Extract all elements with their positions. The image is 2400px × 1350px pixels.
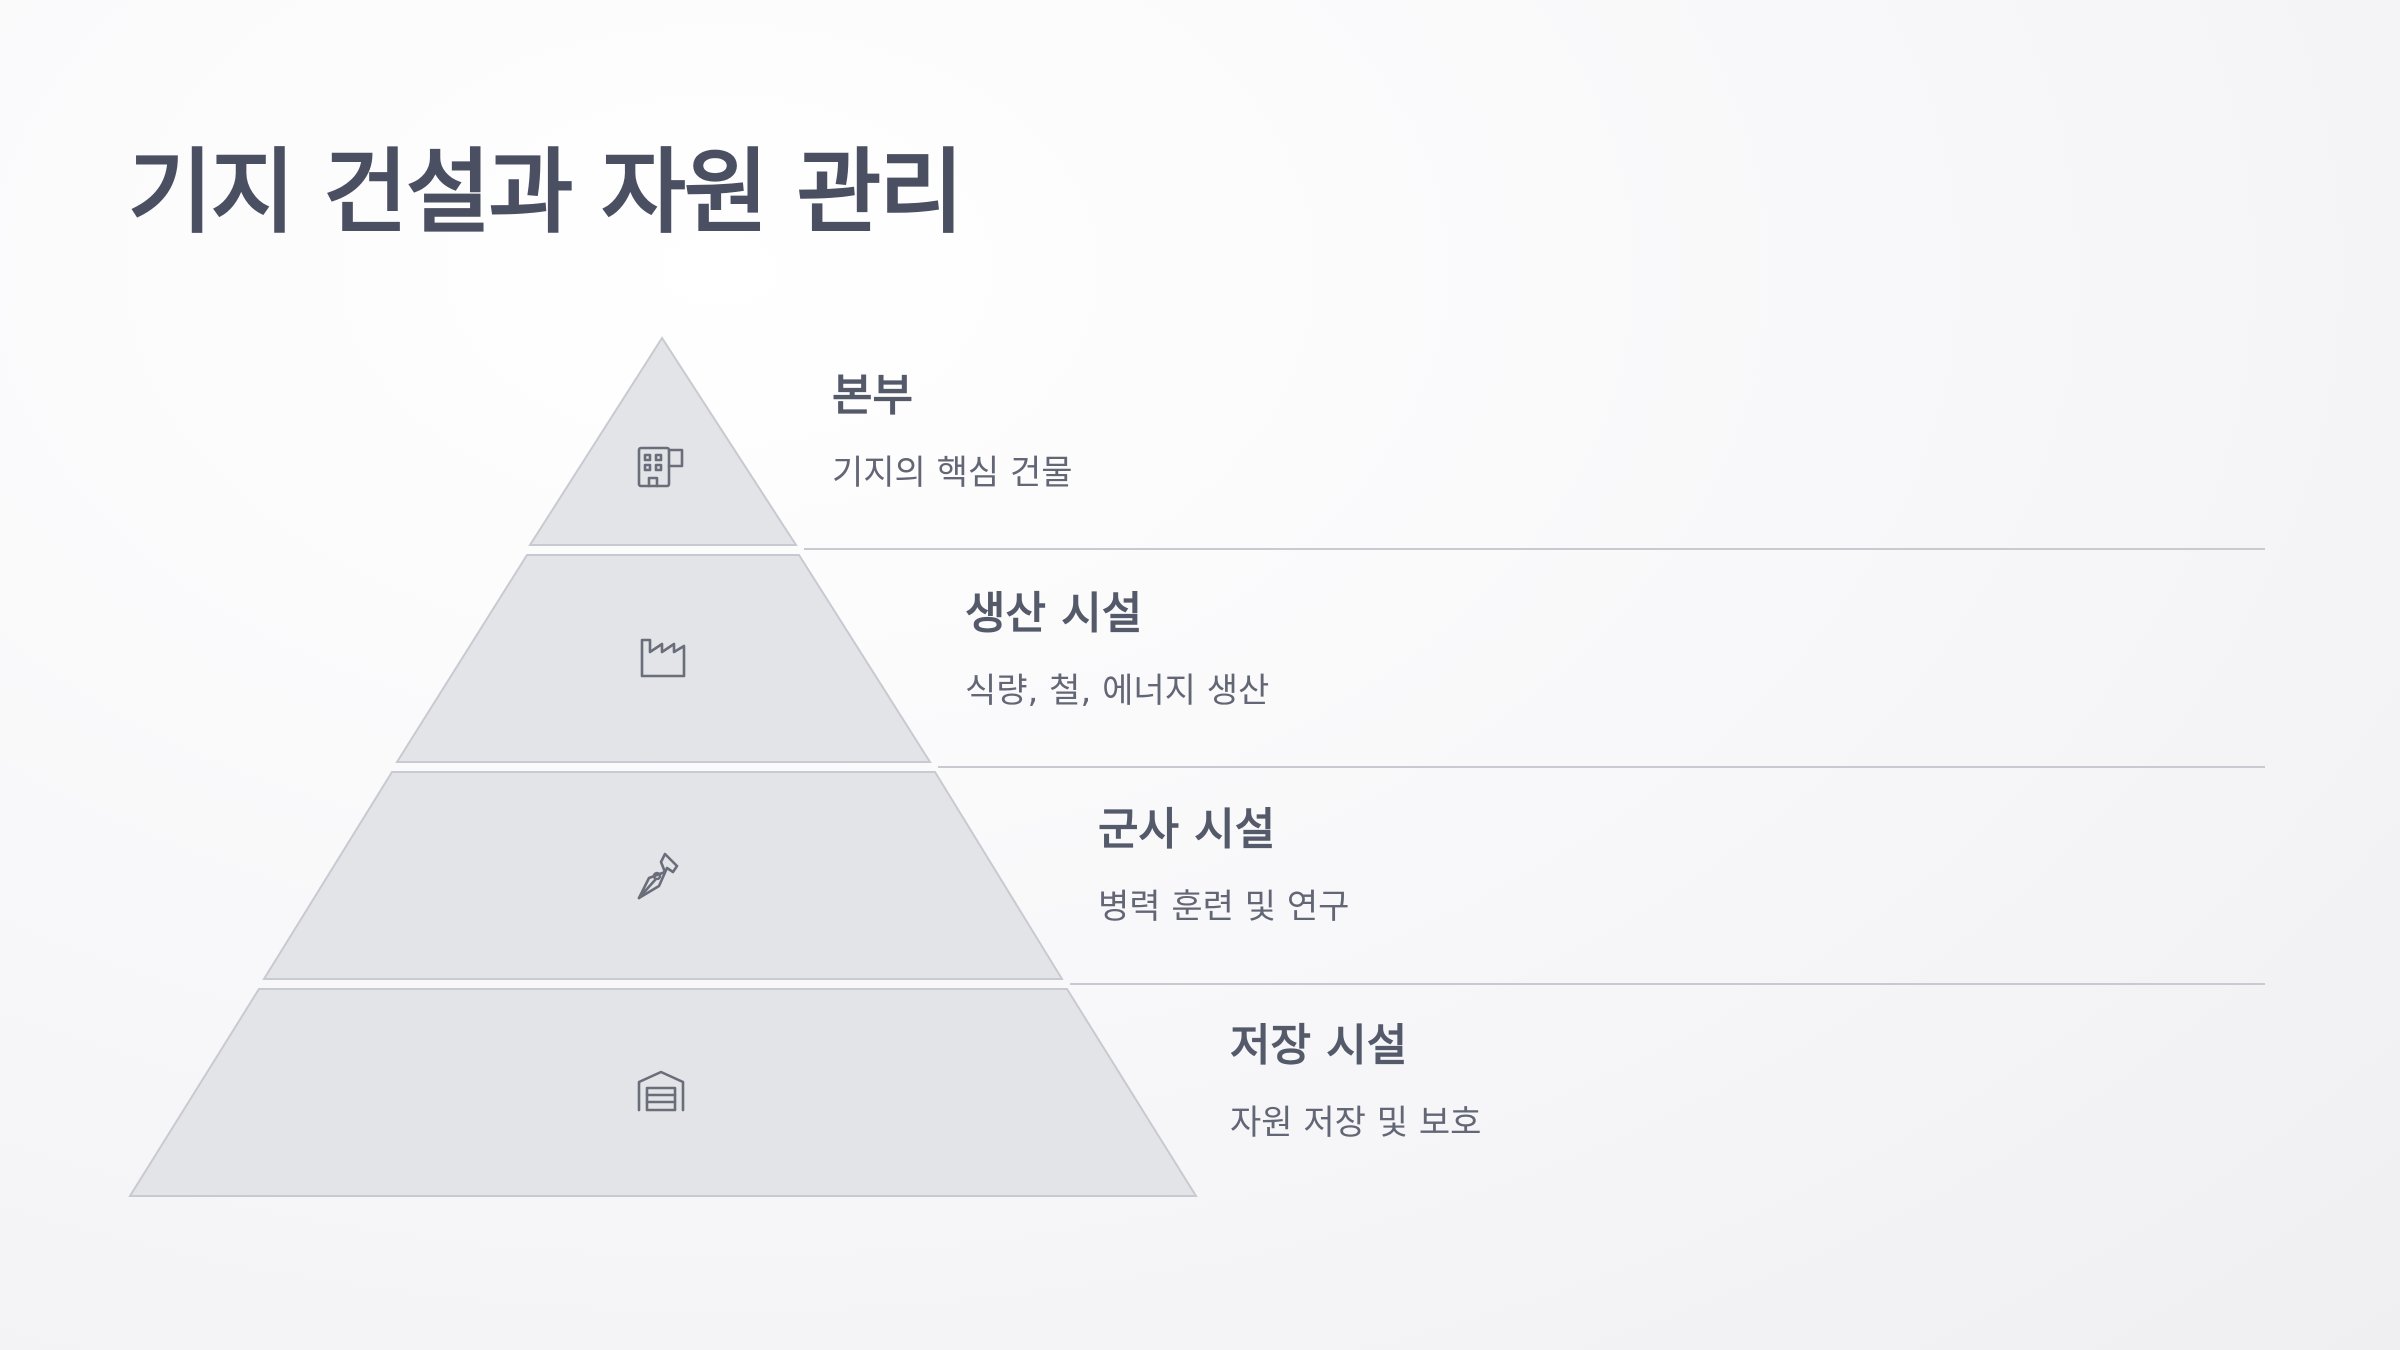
tier-label-military: 군사 시설 병력 훈련 및 연구: [1098, 804, 1349, 928]
tier-description: 병력 훈련 및 연구: [1098, 886, 1350, 927]
pyramid-tier-storage: [128, 988, 1198, 1197]
tier-label-storage: 저장 시설 자원 저장 및 보호: [1230, 1020, 1481, 1144]
tier-heading: 저장 시설: [1230, 1020, 1408, 1071]
tier-heading: 생산 시설: [965, 588, 1143, 639]
tier-description: 식량, 철, 에너지 생산: [965, 670, 1270, 711]
tier-description: 기지의 핵심 건물: [832, 452, 1073, 493]
tier-label-production: 생산 시설 식량, 철, 에너지 생산: [965, 588, 1269, 712]
pyramid-tier-military: [262, 771, 1064, 980]
tier-label-headquarters: 본부 기지의 핵심 건물: [832, 370, 1073, 494]
pyramid-tier-production: [395, 554, 932, 763]
tier-description: 자원 저장 및 보호: [1230, 1102, 1482, 1143]
slide-title: 기지 건설과 자원 관리: [128, 139, 964, 246]
factory-icon: [640, 638, 686, 678]
tier-heading: 본부: [832, 370, 913, 421]
building-icon: [637, 446, 684, 488]
pen-nib-icon: [637, 852, 679, 900]
tier-heading: 군사 시설: [1098, 804, 1276, 855]
warehouse-icon: [637, 1070, 685, 1112]
pyramid-tier-headquarters: [528, 336, 798, 546]
